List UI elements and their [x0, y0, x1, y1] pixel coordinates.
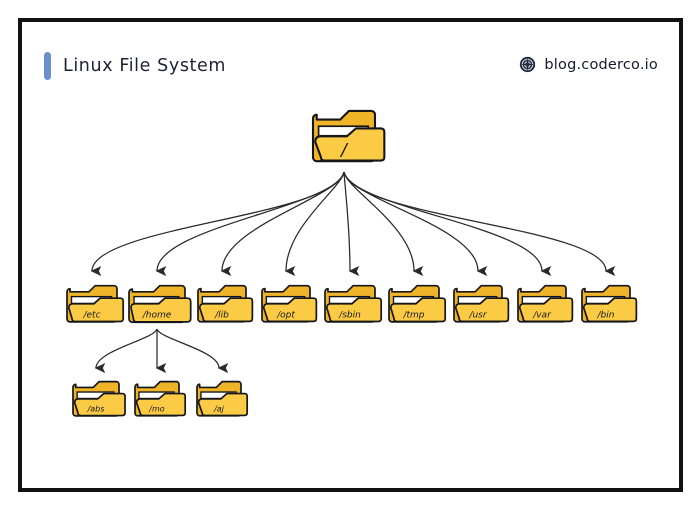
- folder-node-home[interactable]: /home: [125, 281, 192, 329]
- folder-node-mo[interactable]: /mo: [131, 377, 187, 423]
- page-title: Linux File System: [44, 52, 226, 80]
- folder-label-mo: /mo: [148, 405, 164, 414]
- folder-label-aj: /aj: [213, 405, 225, 414]
- folder-label-lib: /lib: [214, 310, 229, 320]
- folder-node-tmp[interactable]: /tmp: [385, 281, 447, 329]
- folder-node-etc[interactable]: /etc: [63, 281, 125, 329]
- folder-label-etc: /etc: [82, 310, 100, 320]
- folder-label-tmp: /tmp: [402, 310, 424, 320]
- coderco-circle-logo-icon: [520, 56, 536, 73]
- title-accent-bar: [44, 52, 51, 80]
- folder-node-sbin[interactable]: /sbin: [321, 281, 383, 329]
- folder-node-root[interactable]: /: [309, 106, 386, 172]
- folder-node-abs[interactable]: /abs: [69, 377, 126, 423]
- folder-node-aj[interactable]: /aj: [193, 377, 249, 423]
- folder-node-var[interactable]: /var: [514, 281, 574, 329]
- folder-label-sbin: /sbin: [338, 310, 361, 320]
- brand[interactable]: blog.coderco.io: [519, 56, 658, 73]
- folder-label-bin: /bin: [597, 310, 615, 320]
- folder-label-root: /: [339, 140, 349, 160]
- folder-label-var: /var: [532, 310, 552, 320]
- brand-text: blog.coderco.io: [544, 56, 658, 73]
- folder-label-usr: /usr: [468, 310, 487, 320]
- folder-label-opt: /opt: [276, 310, 295, 320]
- folder-label-abs: /abs: [87, 405, 105, 414]
- folder-node-usr[interactable]: /usr: [450, 281, 510, 329]
- folder-node-lib[interactable]: /lib: [194, 281, 254, 329]
- page-title-text: Linux File System: [63, 56, 227, 76]
- folder-label-home: /home: [142, 310, 172, 320]
- folder-node-bin[interactable]: /bin: [578, 281, 638, 329]
- folder-node-opt[interactable]: /opt: [258, 281, 318, 329]
